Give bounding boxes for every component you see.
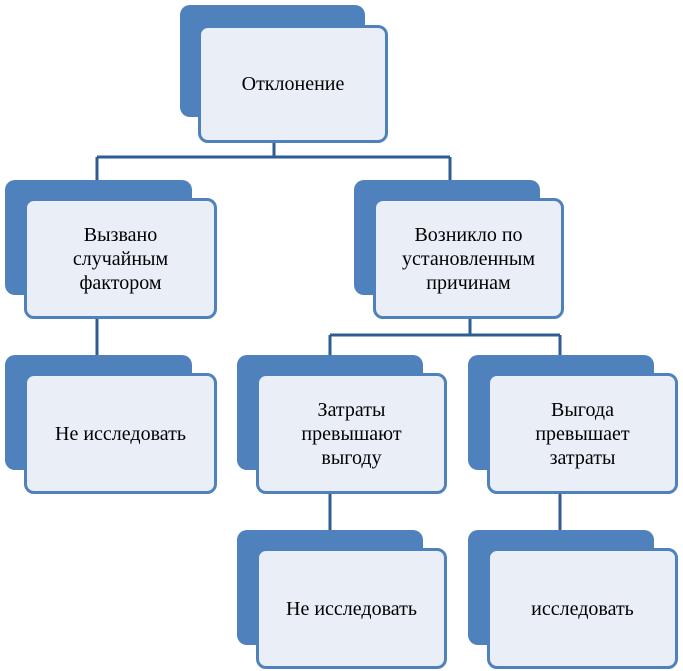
node-established-label: Возникло по установленным причинам (402, 223, 535, 294)
node-benefit: Выгода превышает затраты (468, 355, 678, 495)
node-no-research-1-label: Не исследовать (55, 422, 186, 445)
node-root: Отклонение (180, 5, 390, 145)
node-benefit-label: Выгода превышает затраты (535, 398, 630, 469)
node-root-label: Отклонение (241, 73, 345, 95)
node-established: Возникло по установленным причинам (354, 180, 564, 320)
node-no-research-1: Не исследовать (5, 355, 217, 495)
node-research: исследовать (468, 530, 678, 670)
node-research-label: исследовать (531, 597, 634, 620)
node-no-research-2-label: Не исследовать (286, 597, 417, 620)
node-random: Вызвано случайным фактором (5, 180, 217, 320)
node-costs: Затраты превышают выгоду (237, 355, 447, 495)
node-random-label: Вызвано случайным фактором (72, 223, 169, 294)
node-costs-label: Затраты превышают выгоду (301, 398, 402, 469)
node-no-research-2: Не исследовать (237, 530, 447, 670)
